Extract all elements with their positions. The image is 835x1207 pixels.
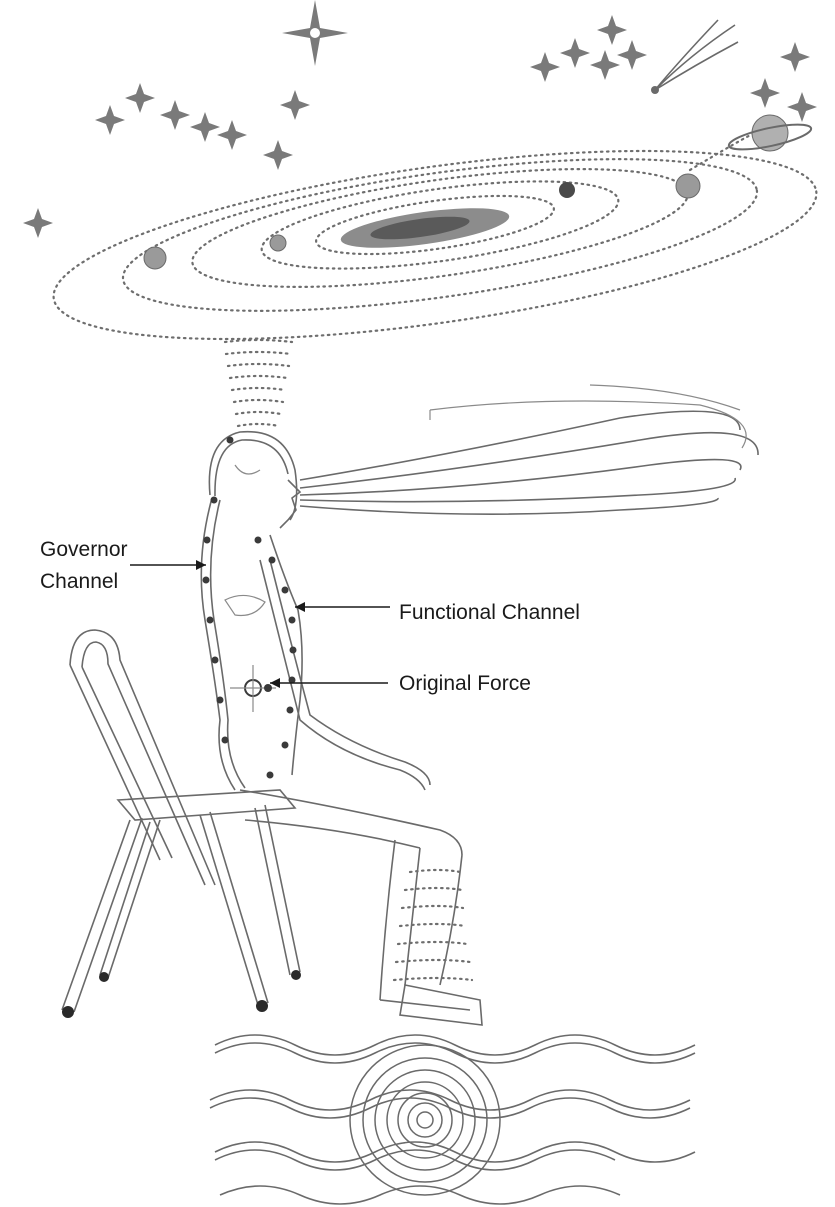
star-icon	[160, 100, 190, 130]
star-icon	[217, 120, 247, 150]
star-icon	[263, 140, 293, 170]
star-icon	[190, 112, 220, 142]
star-icon	[560, 38, 590, 68]
galaxy	[43, 114, 827, 376]
star-icon	[530, 52, 560, 82]
seated-figure	[201, 432, 482, 1025]
earth-spiral	[350, 1045, 500, 1195]
star-icon	[125, 83, 155, 113]
functional-channel-label: Functional Channel	[399, 601, 580, 624]
callout-functional: Functional Channel	[295, 601, 580, 624]
governor-label-line1: Governor	[40, 538, 128, 561]
planet-icon	[559, 182, 575, 198]
star-icon	[597, 15, 627, 45]
comet-icon	[651, 20, 738, 94]
star-icon	[23, 208, 53, 238]
governor-channel-points	[203, 437, 234, 744]
planet-icon	[144, 247, 166, 269]
callout-original-force: Original Force	[270, 672, 531, 695]
original-force-label: Original Force	[399, 672, 531, 695]
governor-label-line2: Channel	[40, 570, 118, 593]
star-icon	[750, 78, 780, 108]
original-force-point	[230, 665, 276, 712]
star-icon	[590, 50, 620, 80]
star-icon	[280, 90, 310, 120]
earth-energy-coils	[394, 870, 472, 980]
star-icon	[780, 42, 810, 72]
star-icon	[95, 105, 125, 135]
functional-channel-points	[255, 537, 297, 779]
energy-funnel-top	[225, 340, 292, 426]
star-icon	[787, 92, 817, 122]
planet-icon	[676, 174, 700, 198]
saturn-icon	[690, 115, 813, 170]
star-icon	[617, 40, 647, 70]
energy-streams	[300, 385, 758, 514]
planet-icon	[270, 235, 286, 251]
callout-governor: Governor Channel	[40, 538, 206, 593]
